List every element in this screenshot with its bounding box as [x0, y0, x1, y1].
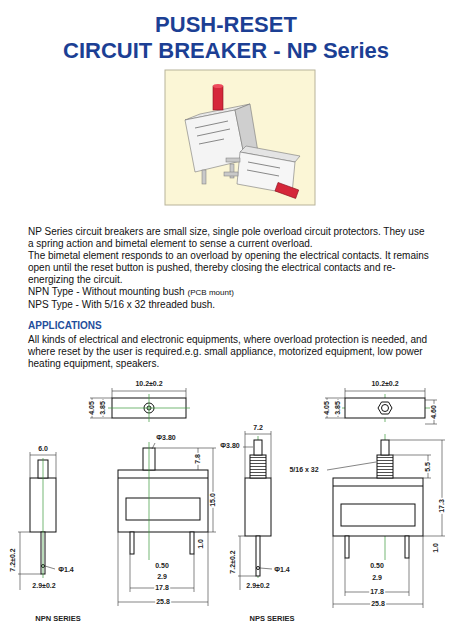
dimension-label: 0.50 — [369, 562, 385, 570]
dimension-label: 2.9 — [156, 573, 168, 581]
dimension-label: 7.2 — [252, 424, 264, 432]
dimension-label: 4.05 — [88, 400, 96, 416]
nps-drawing — [245, 398, 425, 576]
nps-dimension-lines — [238, 388, 445, 608]
dimension-label: 2.9±0.2 — [245, 582, 270, 590]
dimension-label: 4.60 — [430, 404, 438, 420]
dimension-label: 17.3 — [438, 498, 446, 514]
type-line: NPN Type - Without mounting bush(PCB mou… — [28, 286, 432, 299]
dimension-label: 15.0 — [209, 492, 217, 508]
dimension-label: 1.0 — [432, 542, 440, 554]
dimension-label: 3.85 — [334, 400, 342, 416]
dimension-label: 3.85 — [99, 400, 107, 416]
npn-drawing — [30, 398, 208, 574]
dimension-label: 10.2±0.2 — [134, 380, 163, 388]
series-label: NPS SERIES — [249, 614, 294, 623]
dimension-label: 1.0 — [197, 538, 205, 550]
description-paragraph: The bimetal element responds to an overl… — [28, 250, 432, 286]
dimension-label: 6.0 — [37, 445, 49, 453]
dimension-label: 10.2±0.2 — [370, 380, 399, 388]
dimension-label: 2.9±0.2 — [31, 582, 56, 590]
dimension-label: 7.2±0.2 — [9, 547, 17, 572]
product-photo — [165, 70, 315, 205]
section-heading: APPLICATIONS — [28, 320, 432, 332]
dimension-label: Φ3.80 — [219, 442, 240, 450]
dimension-label: 4.05 — [323, 400, 331, 416]
dimension-label: Φ3.80 — [155, 434, 176, 442]
dimension-label: 5/16 x 32 — [288, 466, 319, 474]
dimension-label: Φ1.4 — [57, 566, 74, 574]
dimension-label: 7.8 — [194, 453, 202, 465]
dimension-label: 2.9 — [371, 574, 383, 582]
dimension-label: 25.8 — [155, 598, 171, 606]
description-text: NP Series circuit breakers are small siz… — [28, 226, 432, 370]
type-note: NPN Type - Without mounting bush — [28, 286, 185, 297]
npn-dimension-lines — [18, 388, 216, 606]
series-label: NPN SERIES — [35, 614, 80, 623]
description-paragraph: NP Series circuit breakers are small siz… — [28, 226, 432, 250]
dimension-label: 0.50 — [154, 562, 170, 570]
page-title: PUSH-RESET CIRCUIT BREAKER - NP Series — [0, 12, 452, 64]
applications-paragraph: All kinds of electrical and electronic e… — [28, 334, 432, 370]
dimension-label: Φ1.4 — [273, 566, 290, 574]
dimension-label: 17.8 — [154, 584, 170, 592]
dimension-label: 5.5 — [424, 461, 432, 473]
type-note-small: (PCB mount) — [188, 288, 234, 297]
dimension-label: 17.8 — [369, 588, 385, 596]
dimension-label: 7.2±0.2 — [229, 549, 237, 574]
type-note: NPS Type - With 5/16 x 32 threaded bush. — [28, 299, 432, 311]
dimension-label: 25.8 — [370, 600, 386, 608]
center-lines — [43, 394, 430, 578]
